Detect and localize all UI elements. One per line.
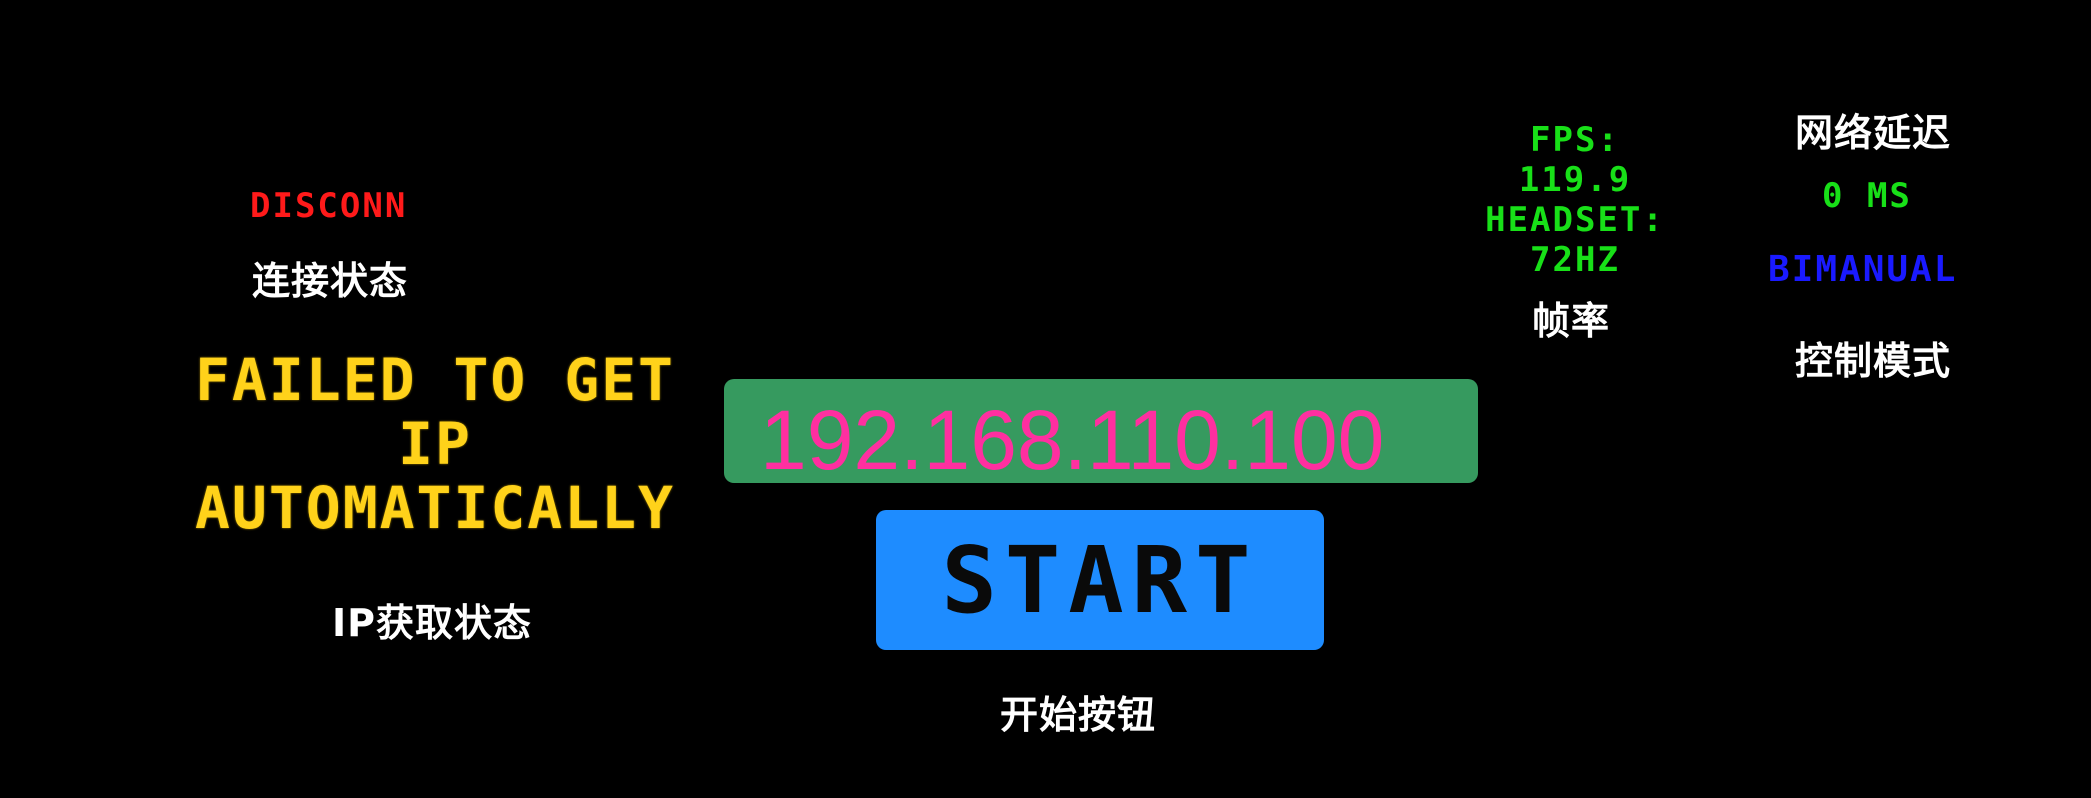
ip-status-message: FAILED TO GET IP AUTOMATICALLY <box>180 348 690 540</box>
headset-value: 72HZ <box>1530 240 1620 280</box>
control-mode-value: BIMANUAL <box>1768 249 1958 290</box>
fps-label: FPS: <box>1530 120 1620 160</box>
fps-caption: 帧率 <box>1532 299 1611 343</box>
ip-status-caption: IP获取状态 <box>332 601 532 645</box>
latency-caption: 网络延迟 <box>1795 111 1952 155</box>
ip-status-line: FAILED TO GET <box>195 346 675 414</box>
connection-status-caption: 连接状态 <box>252 259 409 303</box>
start-button[interactable]: START <box>876 510 1324 650</box>
connection-status: DISCONN <box>250 186 408 226</box>
ip-status-line: AUTOMATICALLY <box>195 474 675 542</box>
fps-value: 119.9 <box>1518 160 1632 200</box>
ip-status-line: IP <box>398 410 472 478</box>
fps-readout: FPS: 119.9 HEADSET: 72HZ <box>1460 120 1690 280</box>
control-mode-caption: 控制模式 <box>1795 339 1952 383</box>
headset-label: HEADSET: <box>1485 200 1665 240</box>
latency-value: 0 MS <box>1822 176 1912 216</box>
start-button-caption: 开始按钮 <box>1000 693 1157 737</box>
ip-address-input[interactable] <box>724 379 1478 483</box>
